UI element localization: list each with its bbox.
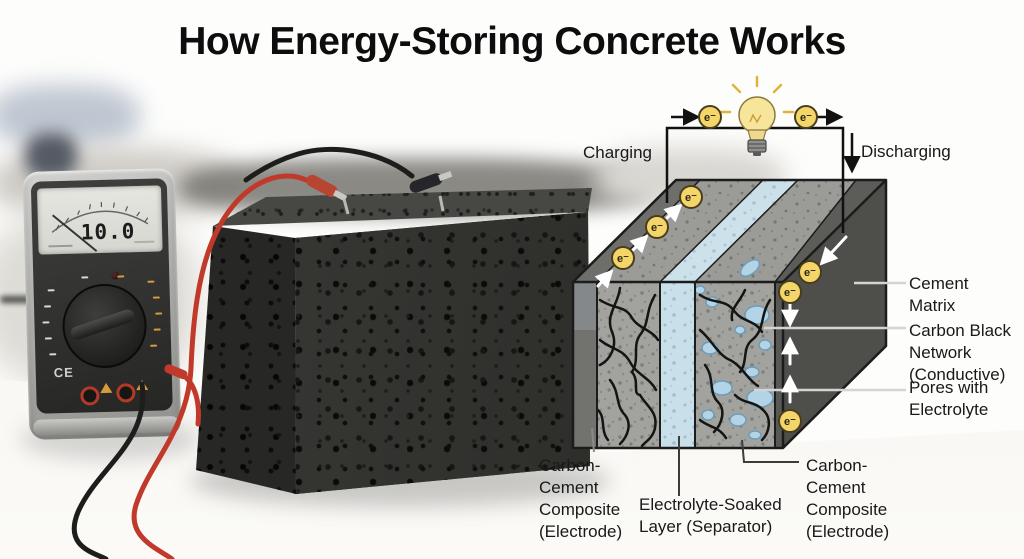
top-separator-strip xyxy=(660,180,798,282)
red-plug xyxy=(164,364,188,380)
svg-text:e⁻: e⁻ xyxy=(784,287,796,299)
front-edge-strip-right xyxy=(775,282,783,448)
bulb-tip xyxy=(753,152,761,156)
top-electrode-left xyxy=(597,180,763,282)
carbon-black-network-label: Carbon Black Network (Conductive) xyxy=(909,321,1012,385)
meter-scale: 10.0 xyxy=(48,201,155,252)
multimeter-display: 10.0 xyxy=(36,185,163,255)
charge-flow-arrows xyxy=(594,203,848,404)
top-matrix-band-dark xyxy=(775,180,886,282)
display-fineprint-right xyxy=(134,240,155,244)
discharging-label: Discharging xyxy=(861,142,951,161)
red-alligator-clip xyxy=(306,174,350,215)
electrons: e⁻ e⁻ e⁻ e⁻ e⁻ e⁻ e⁻ e⁻ xyxy=(611,105,822,433)
black-alligator-clip xyxy=(409,170,453,212)
meter-reading: 10.0 xyxy=(81,219,136,244)
svg-text:e⁻: e⁻ xyxy=(685,192,697,204)
bulb-glass xyxy=(738,96,776,134)
schematic-block xyxy=(571,178,888,450)
page-title: How Energy-Storing Concrete Works xyxy=(178,20,846,63)
charging-label: Charging xyxy=(583,143,652,162)
leader-lines-right xyxy=(754,281,906,392)
svg-text:e⁻: e⁻ xyxy=(651,222,663,234)
electrolyte-soaked-label: Electrolyte-Soaked Layer (Separator) xyxy=(639,495,782,537)
display-fineprint-left xyxy=(48,244,73,248)
pores-with-electrolyte-label: Pores with Electrolyte xyxy=(909,378,989,420)
scale-arc xyxy=(51,210,149,233)
leader-electrode-right xyxy=(741,439,799,463)
carbon-cement-left-label: Carbon-Cement Composite (Electrode) xyxy=(539,456,623,542)
light-bulb-icon xyxy=(719,75,795,156)
bulb-filament xyxy=(749,113,762,124)
svg-text:e⁻: e⁻ xyxy=(800,112,812,124)
meter-needle xyxy=(52,214,98,252)
svg-text:e⁻: e⁻ xyxy=(704,112,716,124)
bulb-neck xyxy=(747,129,767,142)
electron-icon: e⁻ xyxy=(679,185,703,209)
red-probe-wire xyxy=(131,173,309,559)
front-edge-strip-left-cap xyxy=(573,282,597,330)
electron-icon: e⁻ xyxy=(778,409,802,433)
right-face-cement-matrix xyxy=(783,180,886,448)
electron-icon: e⁻ xyxy=(778,280,802,304)
carbon-black-network xyxy=(596,286,772,448)
black-probe-wire xyxy=(71,146,415,559)
leader-lines-bottom xyxy=(591,427,799,496)
top-electrode-right xyxy=(695,180,856,282)
carbon-cement-right-label: Carbon-Cement Composite (Electrode) xyxy=(806,456,890,542)
cement-matrix-label: Cement Matrix xyxy=(909,274,969,316)
electron-icon: e⁻ xyxy=(698,105,722,129)
svg-text:e⁻: e⁻ xyxy=(617,253,629,265)
bulb-base xyxy=(747,139,767,153)
electron-icon: e⁻ xyxy=(645,215,669,239)
electron-icon: e⁻ xyxy=(798,260,822,284)
multimeter: 10.0 CE xyxy=(22,168,182,440)
bulb-rays xyxy=(719,75,795,114)
front-separator xyxy=(660,282,695,448)
scale-ticks xyxy=(55,201,149,231)
leader-electrode-left xyxy=(591,427,595,453)
svg-text:e⁻: e⁻ xyxy=(804,267,816,279)
electron-icon: e⁻ xyxy=(611,246,635,270)
electron-icon: e⁻ xyxy=(794,105,818,129)
svg-text:e⁻: e⁻ xyxy=(784,416,796,428)
